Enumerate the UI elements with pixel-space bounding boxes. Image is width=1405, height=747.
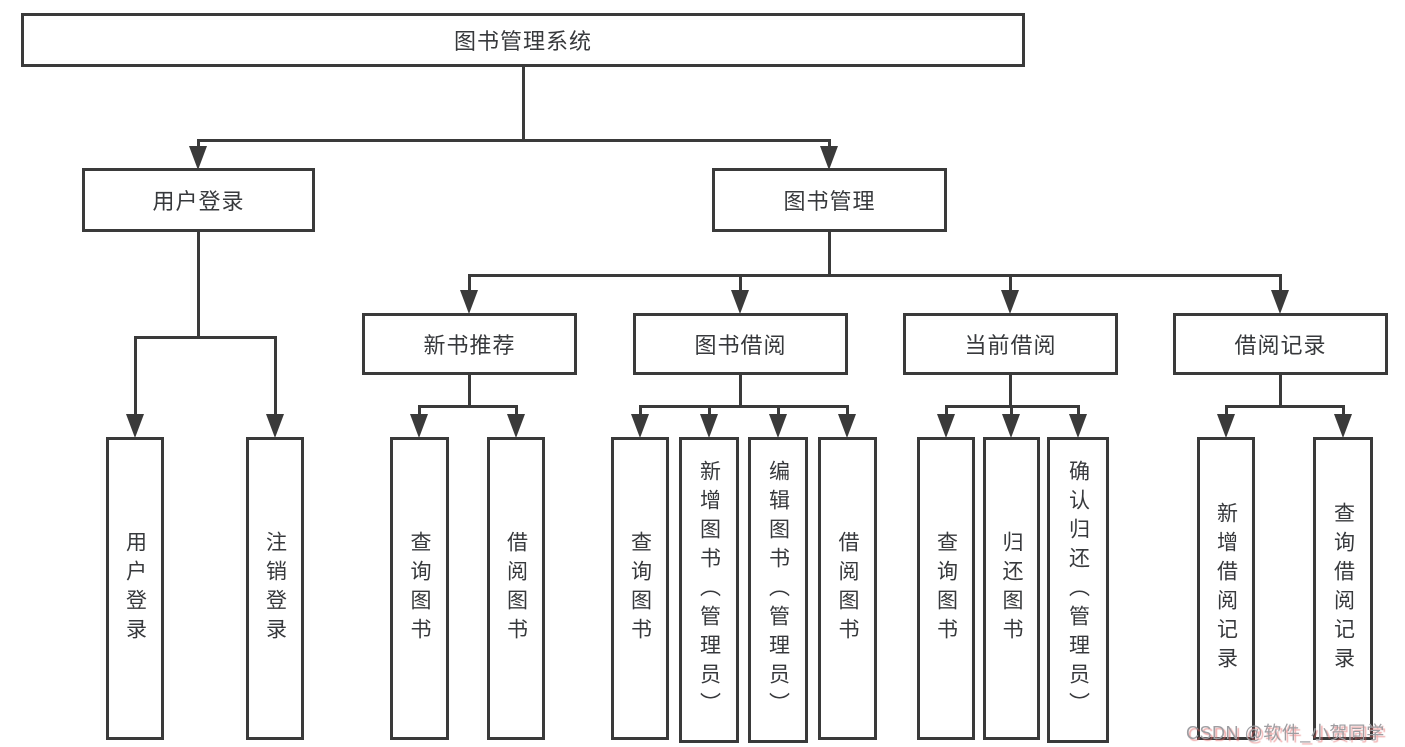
leaf-edit-books-admin: 编辑图书（管理员） [748, 437, 808, 743]
node-library-system: 图书管理系统 [21, 13, 1025, 67]
connector-user-stub [197, 232, 200, 338]
connector-arrow-stem [197, 139, 200, 151]
arrow-down-icon [126, 414, 144, 438]
connector-arrow-stem [708, 405, 711, 419]
leaf-label: 新增借阅记录 [1214, 501, 1238, 676]
node-label: 借阅记录 [1234, 333, 1327, 358]
arrow-down-icon [631, 414, 649, 438]
connector-split-records [1225, 405, 1345, 408]
node-current-borrow: 当前借阅 [903, 313, 1118, 375]
leaf-label: 查询图书 [628, 530, 652, 647]
arrow-down-icon [1069, 414, 1087, 438]
node-label: 图书管理系统 [453, 29, 592, 54]
connector-records-stub [1279, 374, 1282, 408]
leaf-label: 新增图书（管理员） [697, 459, 721, 721]
connector-arrow-stem [134, 336, 137, 420]
arrow-down-icon [410, 414, 428, 438]
connector-arrow-stem [846, 405, 849, 419]
connector-arrow-stem [777, 405, 780, 419]
leaf-confirm-return-admin: 确认归还（管理员） [1047, 437, 1109, 743]
leaf-label: 借阅图书 [504, 530, 528, 647]
arrow-down-icon [266, 414, 284, 438]
connector-arrow-stem [1009, 274, 1012, 294]
connector-split-user [134, 336, 277, 339]
csdn-watermark: CSDN @软件_小贺同学 [1186, 723, 1385, 743]
node-book-management: 图书管理 [712, 168, 947, 232]
connector-split-borrow [639, 405, 849, 408]
connector-arrow-stem [1225, 405, 1228, 419]
connector-arrow-stem [274, 336, 277, 420]
node-label: 图书管理 [783, 189, 876, 214]
leaf-add-books-admin: 新增图书（管理员） [679, 437, 739, 743]
leaf-label: 查询借阅记录 [1331, 501, 1355, 676]
arrow-down-icon [700, 414, 718, 438]
leaf-query-borrow-record: 查询借阅记录 [1313, 437, 1373, 740]
node-user-login: 用户登录 [82, 168, 315, 232]
leaf-label: 确认归还（管理员） [1066, 459, 1090, 721]
arrow-down-icon [731, 290, 749, 314]
leaf-add-borrow-record: 新增借阅记录 [1197, 437, 1255, 740]
leaf-label: 归还图书 [1000, 530, 1023, 647]
node-label: 当前借阅 [964, 333, 1057, 358]
leaf-return-books: 归还图书 [983, 437, 1040, 740]
arrow-down-icon [1002, 414, 1020, 438]
connector-arrow-stem [828, 139, 831, 151]
arrow-down-icon [1217, 414, 1235, 438]
node-new-book-recommend: 新书推荐 [362, 313, 577, 375]
leaf-label: 编辑图书（管理员） [766, 459, 790, 721]
connector-arrow-stem [1077, 405, 1080, 419]
arrow-down-icon [1001, 290, 1019, 314]
arrow-down-icon [460, 290, 478, 314]
leaf-label: 查询图书 [408, 530, 431, 647]
leaf-borrow-borrow-books: 借阅图书 [818, 437, 877, 740]
connector-split-level2 [197, 139, 831, 142]
connector-split-level3 [468, 274, 1282, 277]
connector-recommend-stub [468, 374, 471, 408]
connector-root-stub [522, 67, 525, 141]
leaf-label: 用户登录 [123, 530, 147, 647]
connector-arrow-stem [739, 274, 742, 294]
leaf-recommend-query-books: 查询图书 [390, 437, 449, 740]
leaf-borrow-query-books: 查询图书 [611, 437, 669, 740]
arrow-down-icon [189, 146, 207, 170]
node-borrow-records: 借阅记录 [1173, 313, 1388, 375]
connector-arrow-stem [945, 405, 948, 419]
arrow-down-icon [769, 414, 787, 438]
leaf-label: 借阅图书 [836, 530, 859, 647]
arrow-down-icon [1334, 414, 1352, 438]
leaf-recommend-borrow-books: 借阅图书 [487, 437, 545, 740]
connector-borrow-stub [739, 374, 742, 408]
connector-arrow-stem [515, 405, 518, 419]
leaf-label: 注销登录 [263, 530, 287, 647]
node-book-borrow: 图书借阅 [633, 313, 848, 375]
arrow-down-icon [1271, 290, 1289, 314]
arrow-down-icon [507, 414, 525, 438]
connector-arrow-stem [1342, 405, 1345, 419]
connector-arrow-stem [418, 405, 421, 419]
leaf-logout: 注销登录 [246, 437, 304, 740]
leaf-label: 查询图书 [934, 530, 958, 647]
arrow-down-icon [820, 146, 838, 170]
connector-arrow-stem [1010, 405, 1013, 419]
connector-arrow-stem [468, 274, 471, 294]
connector-current-stub [1009, 374, 1012, 408]
node-label: 用户登录 [152, 189, 245, 214]
node-label: 图书借阅 [694, 333, 787, 358]
connector-arrow-stem [1279, 274, 1282, 294]
node-label: 新书推荐 [423, 333, 516, 358]
leaf-current-query-books: 查询图书 [917, 437, 975, 740]
arrow-down-icon [838, 414, 856, 438]
connector-split-recommend [418, 405, 518, 408]
leaf-user-login: 用户登录 [106, 437, 164, 740]
connector-mgmt-stub [828, 232, 831, 276]
connector-arrow-stem [639, 405, 642, 419]
arrow-down-icon [937, 414, 955, 438]
